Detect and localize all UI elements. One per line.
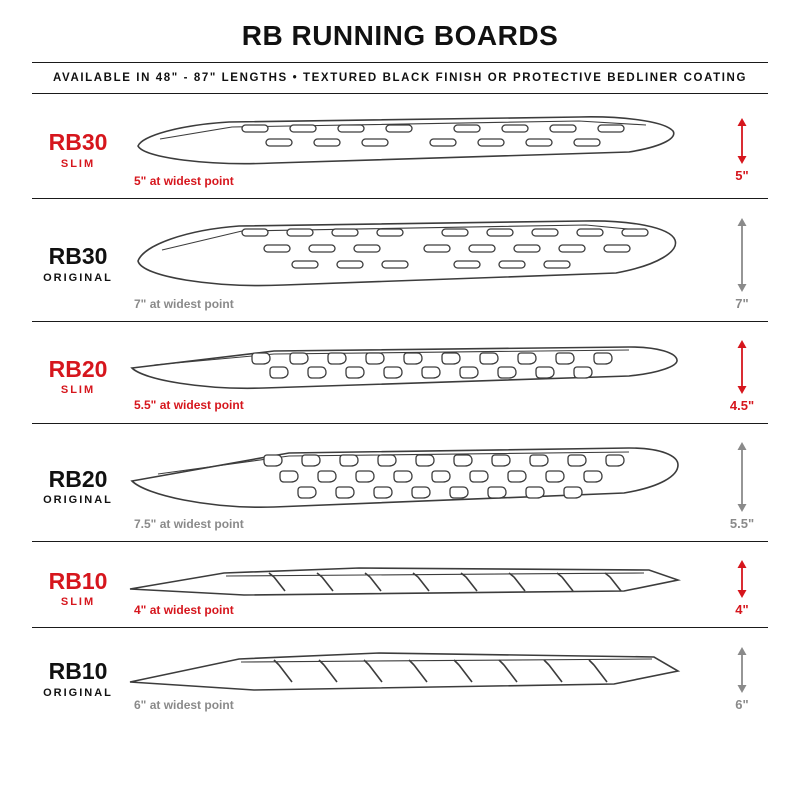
model-label: RB30 ORIGINAL xyxy=(32,243,124,284)
divider xyxy=(32,93,768,94)
height-measurement: 6" xyxy=(716,646,768,712)
hash-marks xyxy=(268,571,622,591)
board-top-edge xyxy=(153,348,630,366)
oval-slot-holes xyxy=(241,228,649,269)
height-measurement: 4" xyxy=(716,560,768,617)
height-label: 4.5" xyxy=(729,398,755,413)
rb30-original-board-drawing xyxy=(137,220,677,287)
height-measurement: 5.5" xyxy=(716,442,768,531)
model-variant: SLIM xyxy=(60,596,96,609)
vertical-arrow-icon xyxy=(737,340,747,394)
rb30-slim-board-drawing xyxy=(137,116,675,165)
rb20-original-board-drawing xyxy=(130,446,679,508)
scoop-holes xyxy=(251,351,613,379)
model-variant: ORIGINAL xyxy=(43,686,113,699)
drawing-area: 5" at widest point xyxy=(124,112,716,188)
drawing-area: 7.5" at widest point xyxy=(124,443,716,531)
board-row-rb30-slim: RB30 SLIM 5" at widest point xyxy=(32,94,768,199)
board-outline xyxy=(137,220,677,287)
width-note: 4" at widest point xyxy=(134,602,234,617)
oval-slot-holes xyxy=(241,124,625,147)
model-label: RB10 ORIGINAL xyxy=(32,658,124,699)
rb20-slim-board-drawing xyxy=(130,345,678,389)
model-variant: ORIGINAL xyxy=(43,271,113,284)
board-outline xyxy=(129,652,681,691)
model-variant: ORIGINAL xyxy=(43,494,113,507)
board-row-rb10-original: RB10 ORIGINAL 6" a xyxy=(32,628,768,722)
board-outline xyxy=(130,345,678,389)
width-note: 7.5" at widest point xyxy=(134,516,244,531)
height-measurement: 4.5" xyxy=(716,340,768,413)
model-name: RB10 xyxy=(48,658,108,685)
height-label: 5.5" xyxy=(729,516,755,531)
board-row-rb30-original: RB30 ORIGINAL 7" at widest point xyxy=(32,199,768,322)
model-name: RB30 xyxy=(48,129,108,156)
board-outline xyxy=(137,116,675,165)
board-top-edge xyxy=(225,571,645,577)
height-label: 6" xyxy=(735,696,749,712)
hash-marks xyxy=(273,659,608,683)
height-label: 5" xyxy=(735,167,749,183)
height-measurement: 5" xyxy=(716,117,768,183)
page-title: RB RUNNING BOARDS xyxy=(241,20,559,51)
width-note: 5" at widest point xyxy=(134,174,234,188)
board-row-rb10-slim: RB10 SLIM 4" at wi xyxy=(32,542,768,628)
drawing-area: 7" at widest point xyxy=(124,217,716,311)
model-variant: SLIM xyxy=(60,157,96,170)
drawing-area: 5.5" at widest point xyxy=(124,342,716,412)
vertical-arrow-icon xyxy=(737,442,747,512)
model-variant: SLIM xyxy=(60,384,96,397)
board-top-edge xyxy=(161,224,649,251)
board-top-edge xyxy=(159,120,647,140)
board-outline xyxy=(129,566,682,596)
width-note: 6" at widest point xyxy=(134,698,234,712)
model-label: RB20 SLIM xyxy=(32,355,124,397)
rb10-slim-board-drawing xyxy=(129,566,682,596)
width-note: 7" at widest point xyxy=(134,297,234,311)
model-name: RB20 xyxy=(48,465,108,492)
vertical-arrow-icon xyxy=(737,560,747,598)
height-label: 4" xyxy=(735,602,749,617)
board-top-edge xyxy=(240,658,653,663)
drawing-area: 6" at widest point xyxy=(124,646,716,712)
model-name: RB10 xyxy=(48,567,108,594)
height-label: 7" xyxy=(735,295,749,311)
scoop-holes xyxy=(263,453,625,499)
drawing-area: 4" at widest point xyxy=(124,561,716,617)
board-top-edge xyxy=(157,450,630,475)
rb10-original-board-drawing xyxy=(129,652,681,691)
vertical-arrow-icon xyxy=(737,217,747,292)
board-outline xyxy=(130,446,679,508)
model-name: RB20 xyxy=(48,355,108,382)
divider xyxy=(32,62,768,63)
model-name: RB30 xyxy=(48,243,108,270)
vertical-arrow-icon xyxy=(737,117,747,164)
model-label: RB30 SLIM xyxy=(32,129,124,170)
vertical-arrow-icon xyxy=(737,646,747,693)
board-row-rb20-slim: RB20 SLIM 5.5" at widest point xyxy=(32,322,768,424)
subtitle: AVAILABLE IN 48" - 87" LENGTHS • TEXTURE… xyxy=(52,72,748,84)
height-measurement: 7" xyxy=(716,217,768,311)
width-note: 5.5" at widest point xyxy=(134,397,244,412)
model-label: RB20 ORIGINAL xyxy=(32,465,124,507)
board-row-rb20-original: RB20 ORIGINAL 7.5" at widest point xyxy=(32,424,768,542)
model-label: RB10 SLIM xyxy=(32,567,124,609)
